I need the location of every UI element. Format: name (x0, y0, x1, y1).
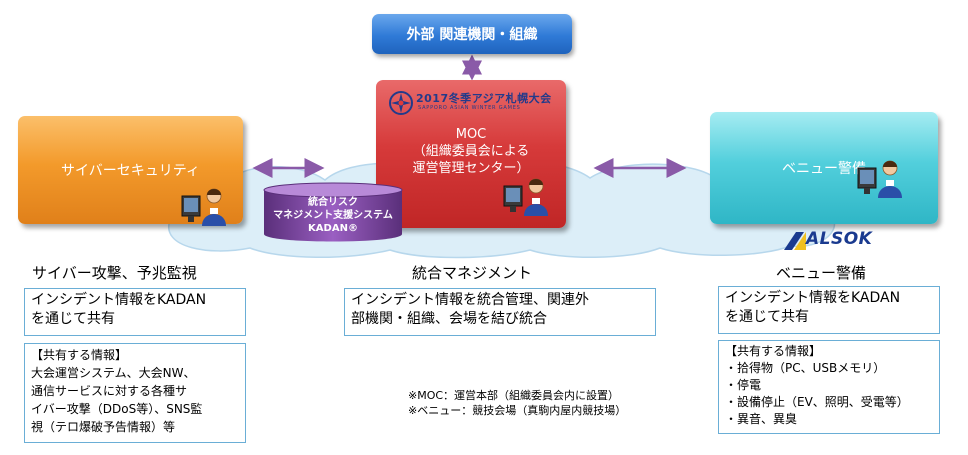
kadan-database-icon (263, 182, 403, 242)
kadan-line-2: マネジメント支援システム (273, 210, 393, 221)
center-summary-line: インシデント情報を統合管理、関連外 (351, 292, 589, 308)
games-emblem-icon (389, 91, 413, 115)
right-details-line: 【共有する情報】 (725, 344, 822, 358)
right-summary-panel: インシデント情報をKADAN を通じて共有 (718, 286, 940, 334)
left-details-line: 視（テロ爆破予告情報）等 (31, 420, 176, 434)
right-details-line: ・拾得物（PC、USBメモリ） (725, 361, 886, 375)
note-venue: ※ベニュー：競技会場（真駒内屋内競技場） (408, 404, 627, 417)
right-details-line: ・設備停止（EV、照明、受電等） (725, 395, 909, 409)
note-moc: ※MOC：運営本部（組織委員会内に設置） (408, 389, 620, 402)
moc-line-1: MOC (455, 127, 487, 142)
left-details-line: 大会運営システム、大会NW、 (31, 366, 196, 380)
alsok-logo-text: ALSOK (806, 229, 873, 249)
left-details-panel: 【共有する情報】 大会運営システム、大会NW、 通信サービスに対する各種サ イバ… (24, 343, 246, 443)
games-logo-subtitle: SAPPORO ASIAN WINTER GAMES (418, 105, 521, 111)
external-organizations-label: 外部 関連機関・組織 (406, 27, 538, 43)
left-summary-line: を通じて共有 (31, 311, 115, 327)
moc-line-3: 運営管理センター） (412, 161, 530, 176)
caption-integrated: 統合マネジメント (412, 264, 533, 282)
left-details-line: イバー攻撃（DDoS等）、SNS監 (31, 402, 203, 416)
kadan-line-3: KADAN® (308, 223, 358, 234)
operator-icon (503, 178, 548, 216)
venue-security-label: ベニュー警備 (782, 161, 866, 177)
caption-cyber: サイバー攻撃、予兆監視 (32, 264, 197, 282)
right-summary-line: インシデント情報をKADAN (725, 290, 901, 306)
caption-venue: ベニュー警備 (776, 264, 867, 282)
right-details-line: ・停電 (725, 378, 762, 392)
right-summary-line: を通じて共有 (725, 309, 809, 325)
cybersecurity-label: サイバーセキュリティ (61, 163, 200, 179)
center-summary-line: 部機関・組織、会場を結び統合 (351, 311, 547, 327)
operator-icon (857, 160, 902, 198)
external-organizations-box: 外部 関連機関・組織 (372, 14, 572, 54)
right-details-panel: 【共有する情報】 ・拾得物（PC、USBメモリ） ・停電 ・設備停止（EV、照明… (718, 340, 940, 434)
alsok-logo (784, 232, 806, 250)
left-details-line: 【共有する情報】 (31, 348, 128, 362)
moc-line-2: （組織委員会による (412, 144, 530, 159)
games-logo: 2017冬季アジア札幌大会 SAPPORO ASIAN WINTER GAMES (384, 88, 562, 118)
operator-icon (181, 188, 226, 226)
left-details-line: 通信サービスに対する各種サ (31, 384, 188, 398)
games-logo-title: 2017冬季アジア札幌大会 (416, 92, 552, 105)
moc-description: MOC （組織委員会による 運営管理センター） (376, 126, 566, 177)
kadan-system-label: 統合リスク マネジメント支援システム KADAN® (262, 196, 404, 235)
kadan-line-1: 統合リスク (308, 197, 358, 208)
center-summary-panel: インシデント情報を統合管理、関連外 部機関・組織、会場を結び統合 (344, 288, 656, 336)
right-details-line: ・異音、異臭 (725, 412, 798, 426)
venue-security-box: ベニュー警備 (710, 112, 938, 224)
left-summary-line: インシデント情報をKADAN (31, 292, 207, 308)
left-summary-panel: インシデント情報をKADAN を通じて共有 (24, 288, 246, 336)
cybersecurity-box: サイバーセキュリティ (18, 116, 243, 224)
